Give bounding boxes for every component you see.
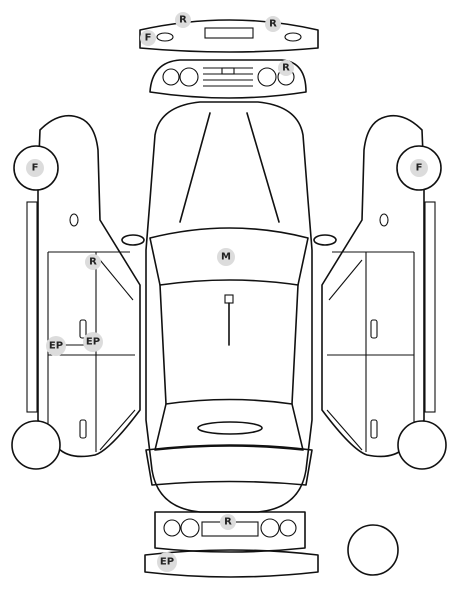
badge-roof-center[interactable]: M (217, 248, 235, 266)
badge-label: R (224, 517, 232, 528)
badge-rear-bumper-right[interactable]: R (265, 16, 281, 32)
badge-left-side-ep-inner[interactable]: EP (83, 332, 103, 352)
badge-front-bumper-left[interactable]: F (140, 30, 156, 46)
badge-label: F (145, 33, 152, 44)
badge-left-side-rear[interactable]: R (85, 254, 101, 270)
badge-label: F (32, 163, 39, 174)
badge-label: EP (49, 341, 63, 352)
badge-label: M (221, 252, 231, 263)
badge-front-bumper-bottom[interactable]: EP (157, 552, 177, 572)
badge-left-front-wheel[interactable]: F (26, 159, 44, 177)
badge-left-side-ep-outer[interactable]: EP (46, 336, 66, 356)
car-body-top-view[interactable] (121, 101, 337, 513)
spare-wheel[interactable] (347, 524, 399, 576)
badge-label: R (89, 257, 97, 268)
badge-rear-bumper-left[interactable]: R (175, 12, 191, 28)
badge-right-front-wheel[interactable]: F (410, 159, 428, 177)
badge-front-grille[interactable]: R (220, 514, 236, 530)
rear-bumper-part[interactable] (139, 19, 319, 53)
badge-label: EP (86, 337, 100, 348)
badge-label: F (416, 163, 423, 174)
front-bumper-part[interactable] (144, 549, 319, 578)
badge-label: R (269, 19, 277, 30)
badge-label: R (282, 63, 290, 74)
badge-label: R (179, 15, 187, 26)
badge-rear-lights[interactable]: R (278, 60, 294, 76)
rear-lights-part[interactable] (149, 59, 307, 99)
badge-label: EP (160, 557, 174, 568)
